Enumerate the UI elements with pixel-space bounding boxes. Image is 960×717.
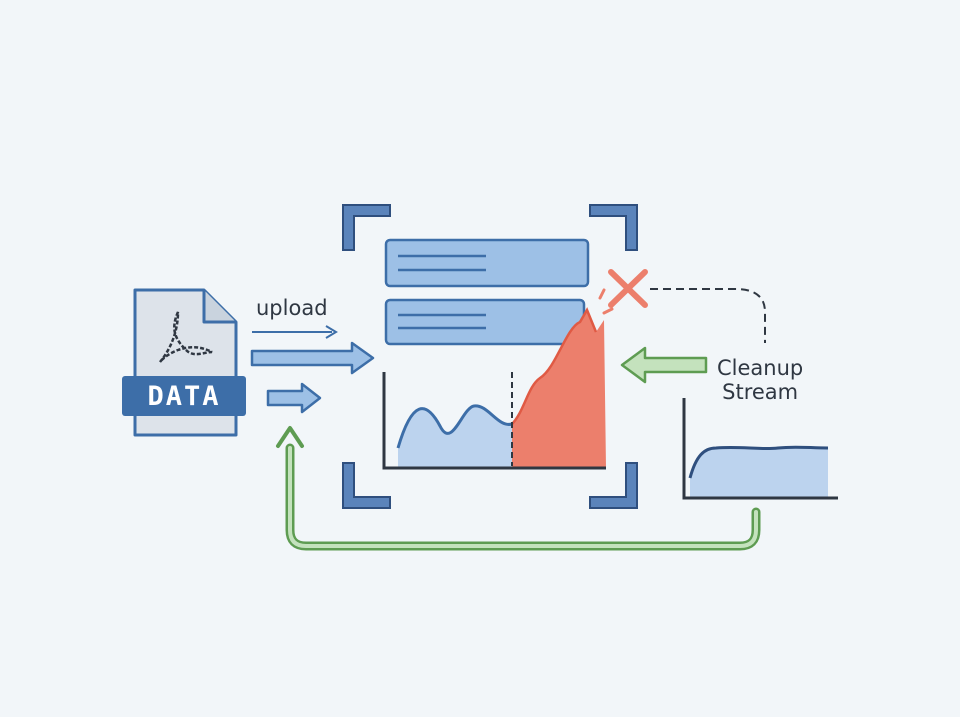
pdf-symbol-icon	[159, 311, 213, 363]
main-area-chart	[382, 307, 606, 470]
feedback-loop-arrowhead	[276, 426, 304, 448]
spike-region	[512, 310, 606, 468]
cleanup-label-line2: Stream	[722, 380, 799, 405]
stream-chart	[682, 398, 838, 500]
list-bar-top	[384, 238, 590, 288]
list-bar-bottom	[384, 298, 586, 346]
dashed-connector	[650, 288, 766, 343]
upload-arrow-thin	[252, 325, 338, 339]
data-badge-label: DATA	[147, 380, 221, 412]
break-sparks	[598, 288, 614, 315]
upload-label: upload	[256, 296, 328, 320]
error-x-icon	[608, 269, 648, 308]
cleanup-inbound-arrow	[620, 346, 708, 384]
frame-brackets	[342, 204, 638, 509]
upload-arrow-large	[250, 341, 375, 375]
cleanup-stream-label: Cleanup Stream	[717, 356, 803, 404]
data-file-icon	[122, 288, 246, 437]
upload-arrow-small	[266, 382, 322, 414]
cleanup-label-line1: Cleanup	[717, 356, 804, 380]
